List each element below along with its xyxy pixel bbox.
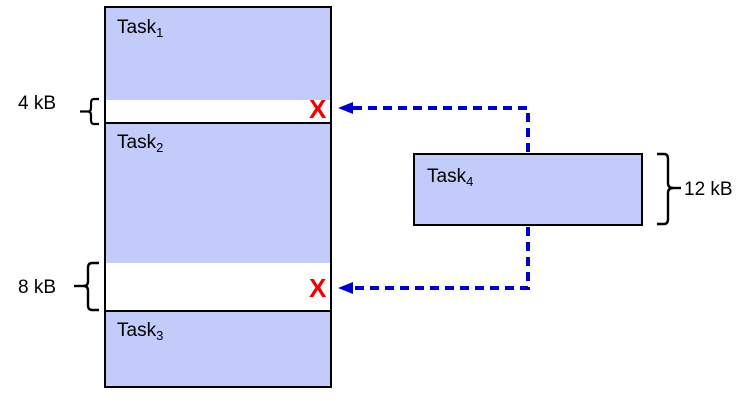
memory-block-task3 — [104, 310, 332, 388]
incoming-task4-block — [413, 153, 643, 226]
x-mark-hole-4kb: X — [309, 94, 327, 124]
memory-hole-8kb — [104, 263, 332, 312]
task4-name: Task — [427, 166, 467, 187]
memory-block-task2 — [104, 122, 332, 265]
task4-size-label: 12 kB — [684, 179, 733, 200]
hole-4kb-size-label: 4 kB — [18, 93, 57, 114]
arrow-task4-to-hole-8kb — [338, 227, 530, 294]
memory-block-task3-label: Task3 — [117, 320, 164, 343]
task4-subscript: 4 — [466, 174, 474, 189]
memory-hole-4kb — [104, 100, 332, 124]
x-mark-hole-8kb: X — [309, 273, 327, 303]
memory-block-task1-label: Task1 — [117, 17, 164, 40]
brace-8kb-icon — [74, 261, 99, 312]
task2-subscript: 2 — [156, 140, 164, 155]
arrow-task4-to-hole-4kb — [338, 102, 530, 152]
incoming-task4-label: Task4 — [427, 166, 474, 189]
hole-8kb-size-label: 8 kB — [18, 277, 57, 298]
task3-name: Task — [117, 320, 157, 341]
task3-subscript: 3 — [156, 328, 164, 343]
memory-block-task2-label: Task2 — [117, 132, 164, 155]
task2-name: Task — [117, 132, 157, 153]
task1-subscript: 1 — [156, 25, 164, 40]
task1-name: Task — [117, 17, 157, 38]
brace-12kb-icon — [657, 152, 681, 226]
memory-block-task1 — [104, 6, 332, 102]
brace-4kb-icon — [80, 97, 99, 126]
